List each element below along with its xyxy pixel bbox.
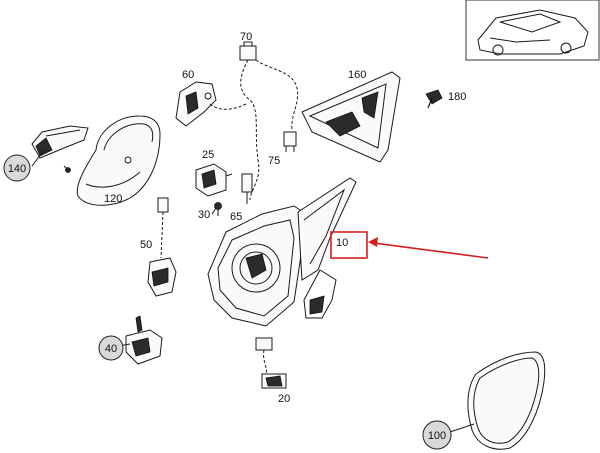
circled-label-140: 140: [3, 154, 31, 182]
part-40-motor: [125, 315, 163, 365]
label-40: 40: [105, 343, 117, 355]
part-160-trim-cover: [301, 71, 401, 163]
highlight-arrow-line: [373, 242, 489, 259]
label-30: 30: [198, 209, 210, 221]
part-50-cable: [147, 197, 177, 297]
highlight-arrowhead: [368, 237, 378, 247]
label-120: 120: [104, 193, 122, 205]
label-25: 25: [202, 149, 214, 161]
label-60: 60: [182, 69, 194, 81]
label-10: 10: [336, 237, 348, 249]
circled-label-40: 40: [98, 335, 124, 361]
highlight-box: [330, 231, 368, 259]
label-50: 50: [140, 239, 152, 251]
part-140-turn-signal: [31, 125, 89, 173]
part-75-connector: [283, 131, 297, 152]
label-100: 100: [428, 430, 446, 442]
part-25-motor: [195, 163, 233, 197]
label-65: 65: [230, 211, 242, 223]
part-65-connector: [241, 173, 253, 204]
label-75: 75: [268, 155, 280, 167]
label-140: 140: [8, 163, 26, 175]
part-10-mirror-assembly: [207, 177, 357, 327]
part-30-screw: [214, 202, 222, 216]
highlight-callout: [330, 231, 489, 259]
circled-label-100: 100: [422, 420, 452, 450]
label-180: 180: [448, 91, 466, 103]
leader-lines: [31, 149, 475, 433]
label-20: 20: [278, 393, 290, 405]
label-160: 160: [348, 69, 366, 81]
part-120-housing-cover: [76, 115, 161, 206]
part-20-cable: [255, 337, 287, 389]
part-100-mirror-glass: [467, 351, 546, 450]
part-180-screw: [425, 89, 443, 109]
part-60-bracket: [175, 81, 247, 127]
vehicle-locator-inset: [465, 0, 600, 61]
part-70-connector: [239, 41, 299, 201]
label-70: 70: [240, 31, 252, 43]
